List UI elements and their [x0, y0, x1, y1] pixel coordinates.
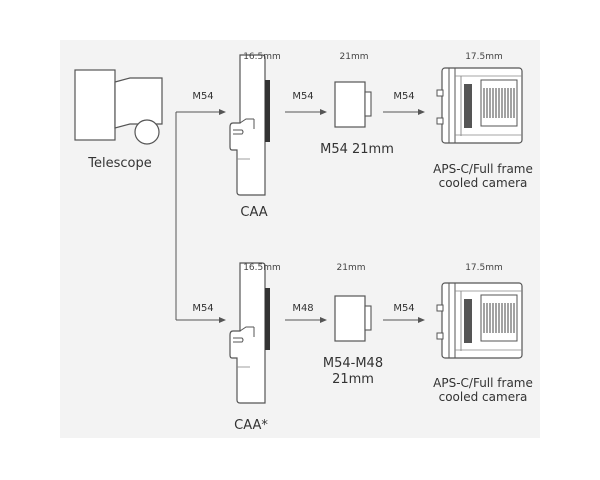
spacer-width-label-1: 21mm	[339, 52, 369, 62]
connector-mid-label-2: M48	[292, 303, 314, 314]
adapter-name-label-2: CAA*	[234, 418, 268, 433]
connector-in-label-1: M54	[192, 91, 214, 102]
camera-icon-2	[436, 282, 523, 359]
caa-adapter-icon	[229, 54, 271, 196]
branch-connector	[175, 109, 226, 323]
connector-in-label-2: M54	[192, 303, 214, 314]
telescope-label: Telescope	[88, 156, 152, 171]
camera-name-label-2: APS-C/Full frame cooled camera	[433, 376, 533, 405]
adapter-width-label-2: 16.5mm	[243, 263, 281, 273]
camera-name-label-1: APS-C/Full frame cooled camera	[433, 162, 533, 191]
spacer-width-label-2: 21mm	[336, 263, 366, 273]
telescope-icon	[74, 69, 163, 145]
camera-width-label-1: 17.5mm	[465, 52, 503, 62]
m54-spacer-icon	[334, 81, 372, 128]
m54-m48-spacer-icon	[334, 295, 372, 342]
connector-mid-label-1: M54	[292, 91, 314, 102]
adapter-width-label-1: 16.5mm	[243, 52, 281, 62]
adapter-name-label-1: CAA	[240, 205, 268, 220]
spacer-name-label-1: M54 21mm	[320, 142, 394, 157]
camera-icon-1	[436, 67, 523, 144]
connector-out-label-2: M54	[393, 303, 415, 314]
caa-star-adapter-icon	[229, 262, 271, 404]
camera-width-label-2: 17.5mm	[465, 263, 503, 273]
spacer-name-label-2: M54-M48 21mm	[322, 356, 384, 387]
connector-out-label-1: M54	[393, 91, 415, 102]
